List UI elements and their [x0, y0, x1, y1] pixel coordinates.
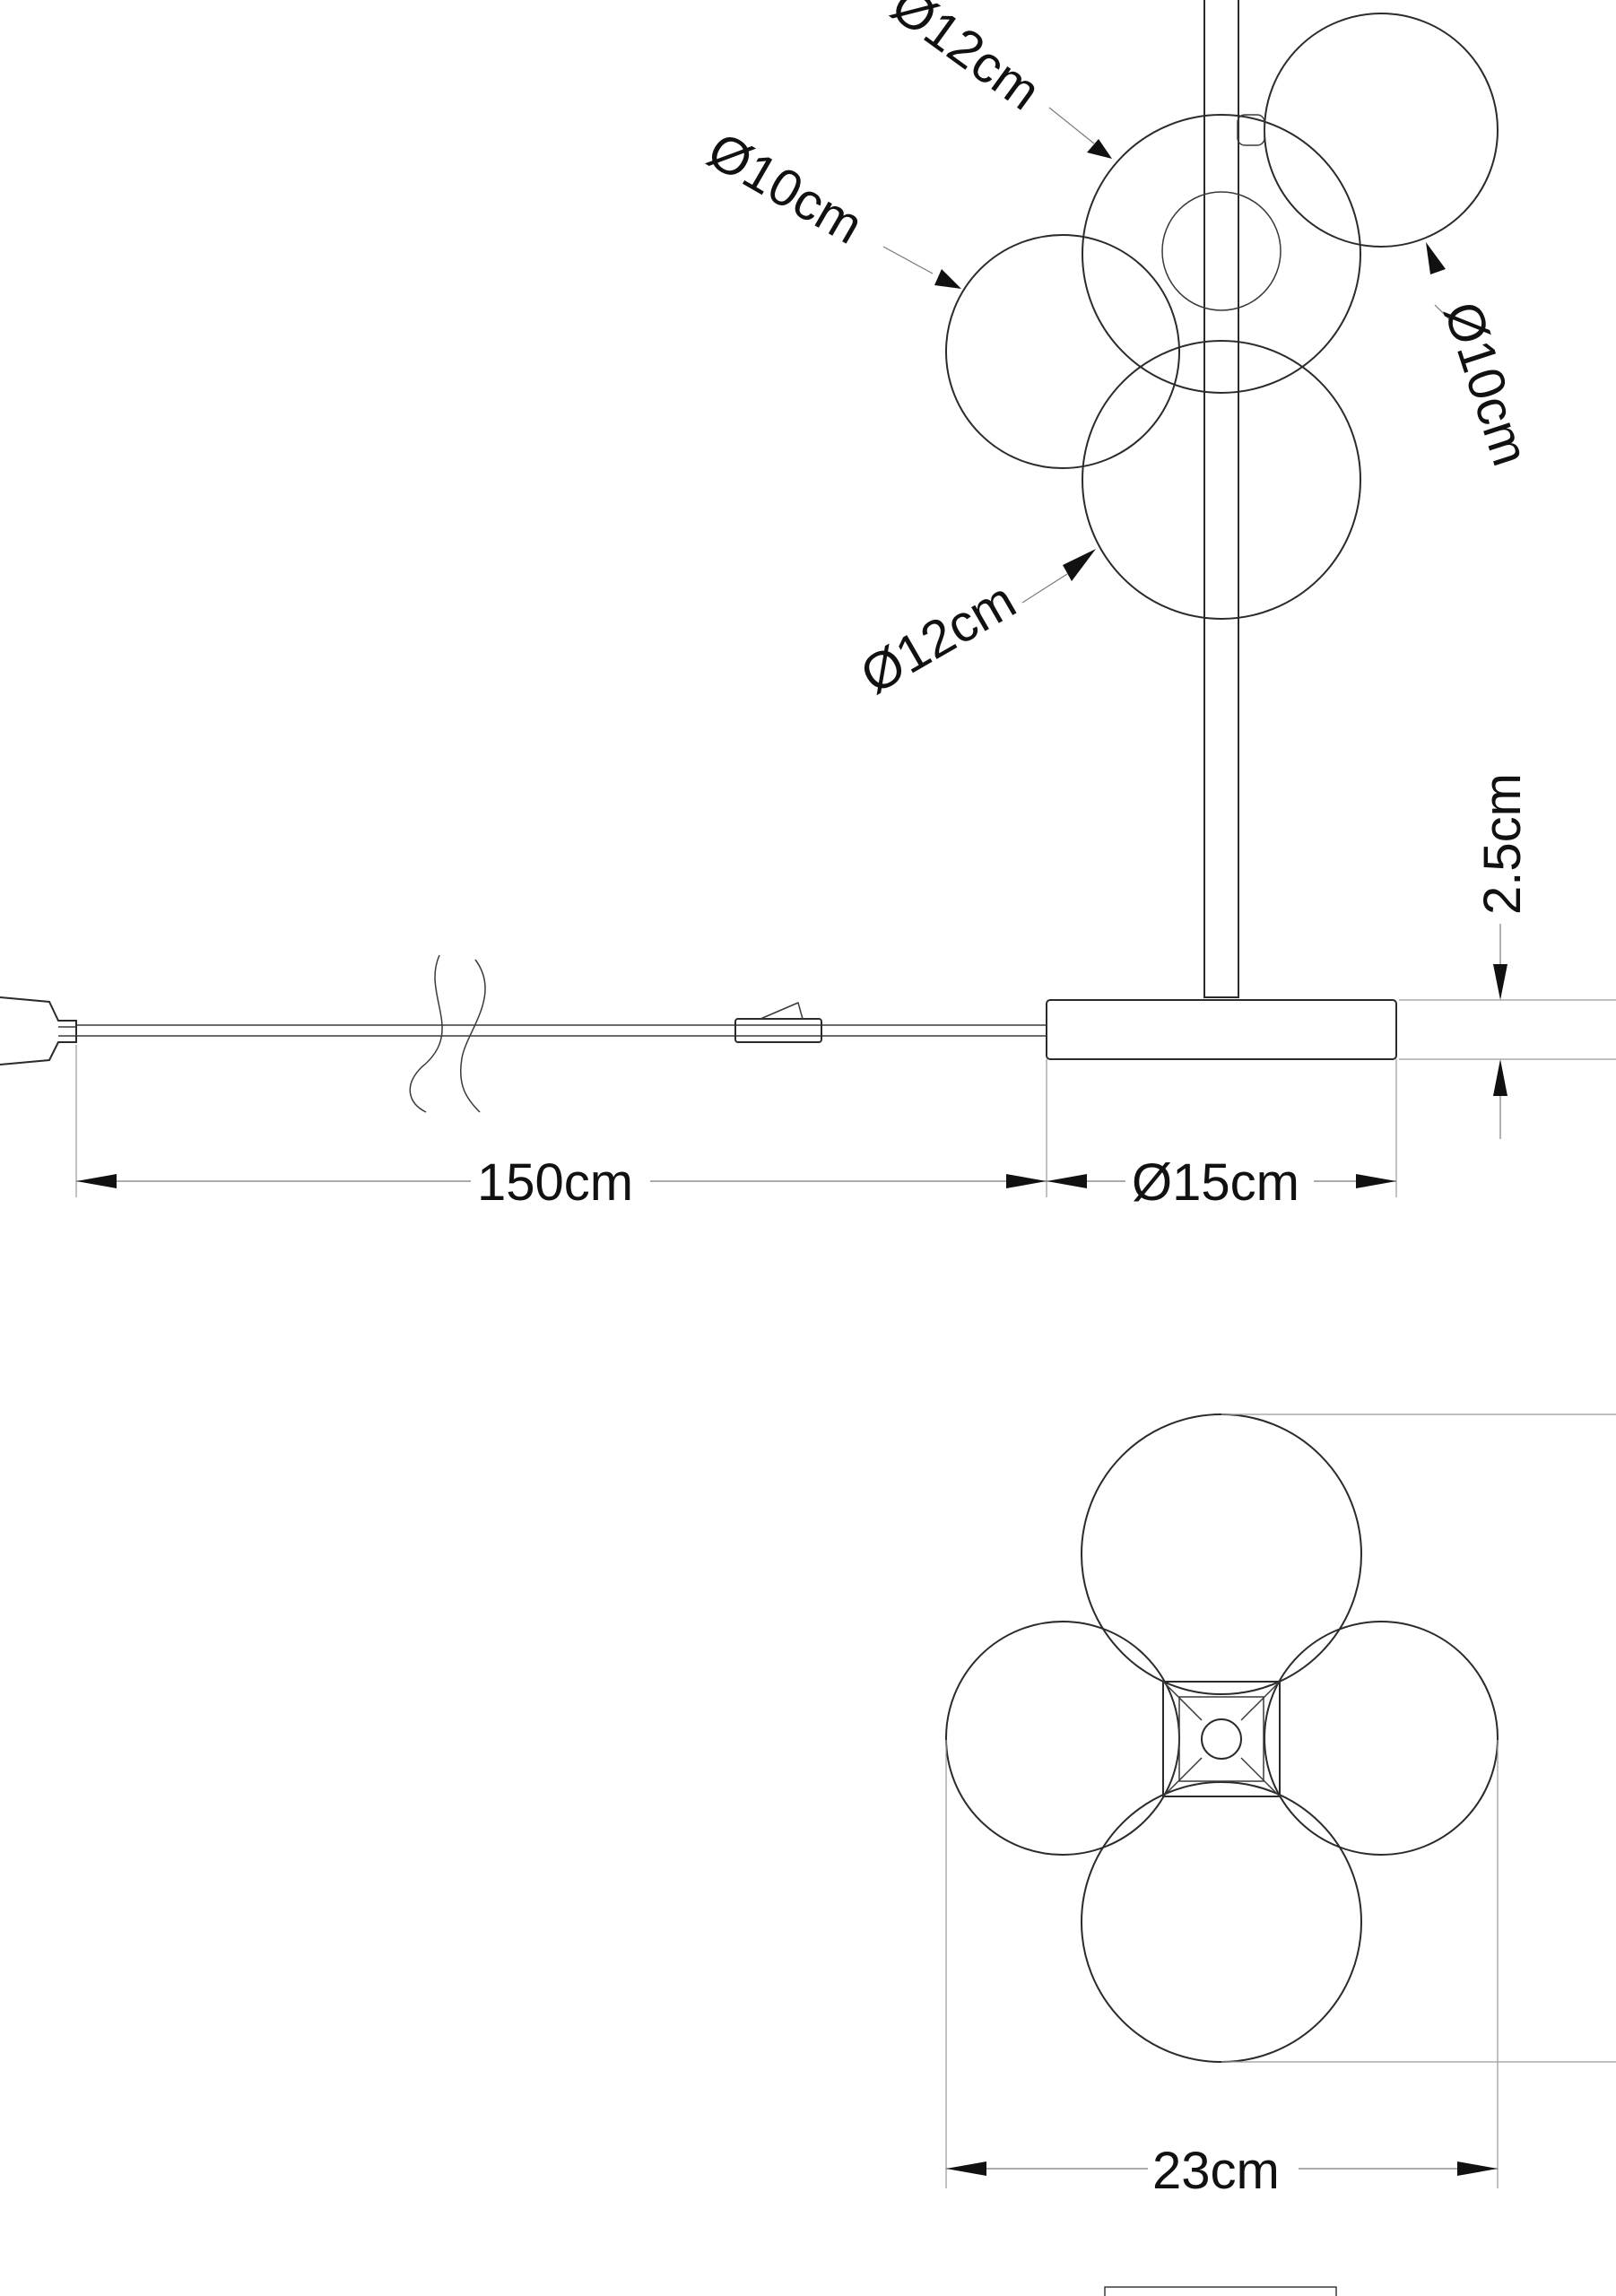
label-globe-right: Ø10cm: [1433, 295, 1541, 473]
center-hub-cap: [1201, 1718, 1242, 1760]
leader-globe-right: [1434, 304, 1454, 324]
arrowhead: [1063, 549, 1096, 581]
globe-socket: [1161, 191, 1282, 311]
label-globe-left: Ø10cm: [699, 121, 873, 256]
leader-globe-back: [1048, 107, 1095, 144]
lamp-stem: [1203, 0, 1239, 998]
arrowhead: [1457, 2161, 1498, 2176]
leader-globe-front: [1021, 573, 1068, 604]
globe-back: [1082, 114, 1361, 394]
partial-box: [1104, 2286, 1337, 2296]
arrowhead: [934, 269, 961, 289]
arrowhead: [1493, 1059, 1507, 1096]
leader-globe-left: [882, 246, 934, 274]
arrowhead: [1047, 1174, 1087, 1188]
cable-switch-rocker: [760, 1001, 804, 1020]
hub-diagonal: [1162, 1757, 1203, 1797]
center-hub-inner: [1178, 1696, 1264, 1782]
label-globe-back: Ø12cm: [881, 0, 1050, 121]
center-hub: [1162, 1681, 1281, 1797]
arrowhead: [76, 1174, 117, 1188]
hub-diagonal: [1162, 1681, 1203, 1721]
label-base-height: 2.5cm: [1473, 773, 1532, 915]
top-globe-north: [1081, 1413, 1362, 1695]
cable-break-mark-1: [409, 954, 443, 1113]
lamp-base: [1046, 999, 1397, 1060]
globe-right-holder: [1237, 114, 1265, 146]
power-plug: [0, 996, 77, 1065]
arrowhead: [1356, 1174, 1396, 1188]
cable-switch: [734, 1018, 822, 1043]
arrowhead: [1493, 964, 1507, 1000]
globe-front: [1082, 340, 1361, 620]
hub-diagonal: [1240, 1681, 1281, 1721]
top-globe-west: [945, 1621, 1180, 1856]
side-view: Ø12cm Ø10cm Ø10cm Ø12cm 2.5cm 150cm: [0, 0, 1616, 1212]
label-base-diameter: Ø15cm: [1132, 1153, 1299, 1212]
top-globe-south: [1081, 1781, 1362, 2063]
label-cable-length: 150cm: [477, 1153, 633, 1212]
label-top-width: 23cm: [1152, 2142, 1280, 2200]
arrowhead: [1006, 1174, 1047, 1188]
top-globe-east: [1264, 1621, 1499, 1856]
globe-left: [945, 234, 1180, 469]
label-globe-front: Ø12cm: [851, 570, 1025, 705]
arrowhead: [1087, 139, 1112, 159]
hub-diagonal: [1240, 1757, 1281, 1797]
globe-right: [1264, 13, 1499, 248]
arrowhead: [946, 2161, 986, 2176]
top-view: 23cm: [945, 1413, 1616, 2296]
arrowhead: [1426, 242, 1446, 274]
cable-break-mark-2: [460, 959, 486, 1113]
